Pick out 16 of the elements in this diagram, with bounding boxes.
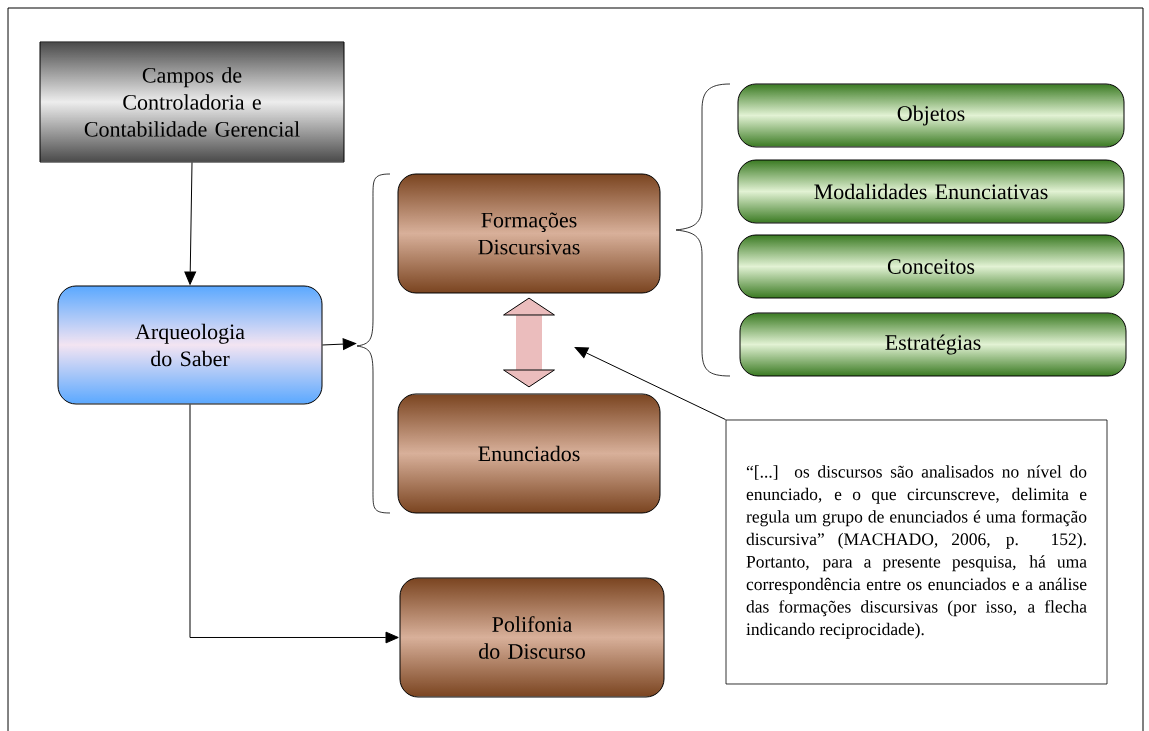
arrow <box>184 162 197 285</box>
process-box: Conceitos <box>737 234 1125 299</box>
note-box: “[...] os discursos são analisados no nível do enunciado, e o que circunscreve, delimita e regula um grupo de enunciados é uma formação discursiva” (MACHADO, 2006, p. 152). Portanto, para a presente pesquisa, há uma correspondência entre os enunciados e a análise das formações discursivas (por isso, a flecha indicando reciprocidade). <box>725 419 1108 685</box>
process-box: Arqueologia do Saber <box>57 285 323 405</box>
brace <box>356 173 391 514</box>
double-arrow <box>503 297 555 388</box>
process-box: Enunciados <box>397 393 661 514</box>
process-box: Modalidades Enunciativas <box>737 159 1125 224</box>
arrow <box>574 347 727 421</box>
arrow <box>322 338 357 350</box>
process-box: Polifonia do Discurso <box>399 577 665 698</box>
process-box: Objetos <box>737 83 1125 148</box>
arrow <box>189 404 399 644</box>
process-box: Campos de Controladoria e Contabilidade Gerencial <box>39 41 345 163</box>
process-box: Estratégias <box>739 312 1127 377</box>
process-box: Formações Discursivas <box>397 173 661 294</box>
